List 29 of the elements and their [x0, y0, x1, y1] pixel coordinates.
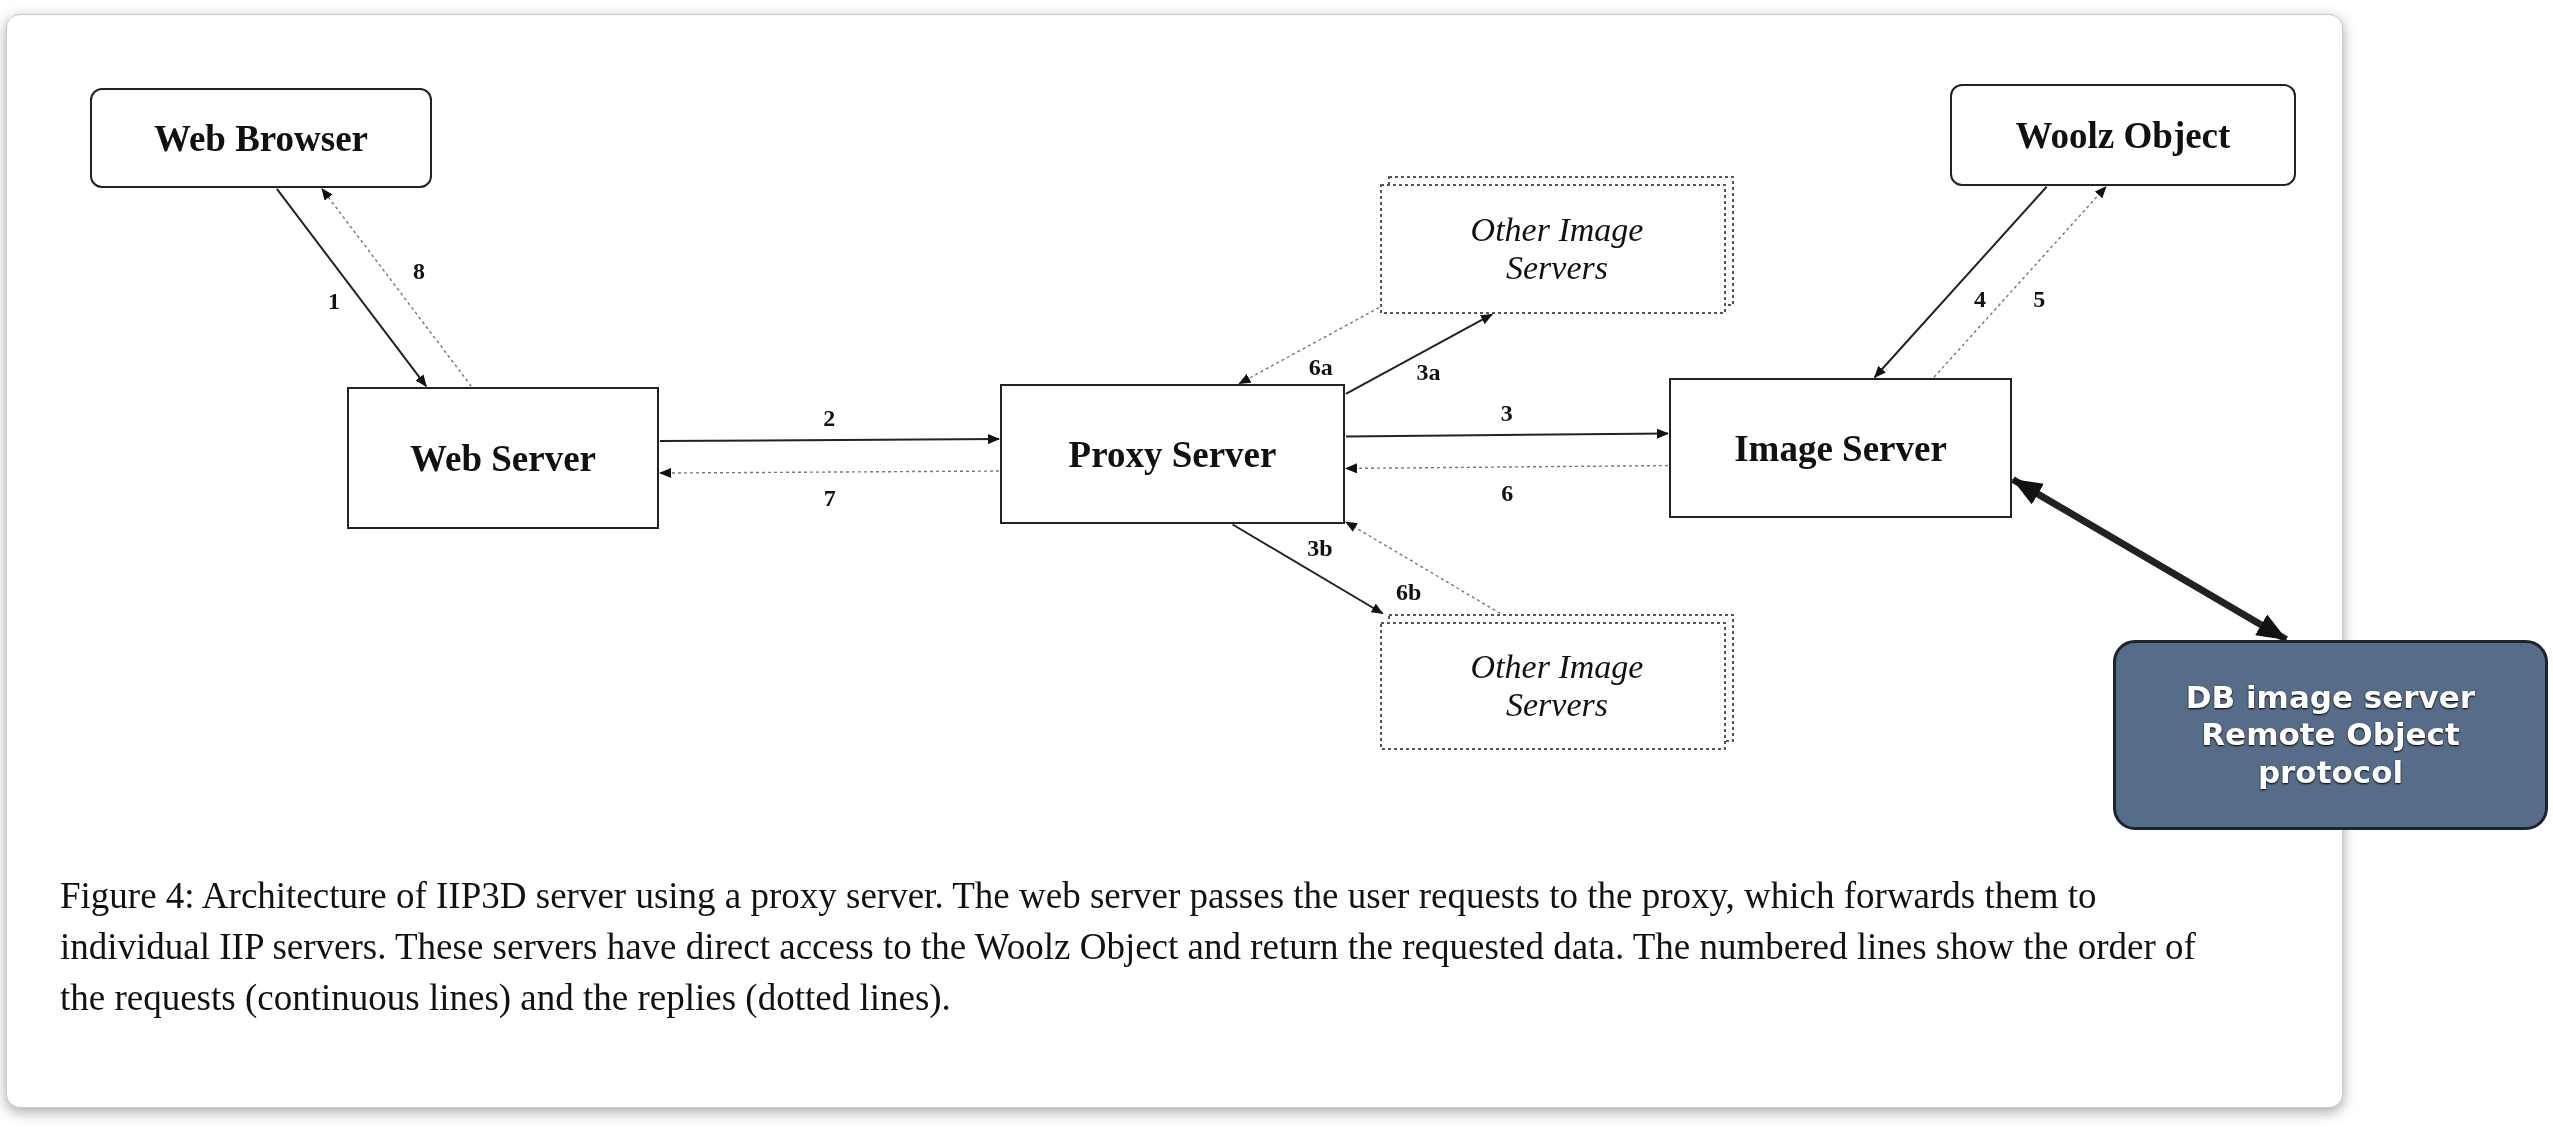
node-label: Other Image Servers [1469, 648, 1645, 724]
object-box [1950, 84, 2296, 186]
arrow [1344, 313, 1493, 395]
node-label: Proxy Server [1067, 432, 1278, 476]
node-label: Image Server [1733, 426, 1948, 470]
server-box [347, 387, 659, 529]
node-label: Woolz Object [2014, 113, 2232, 157]
arrow [1933, 186, 2107, 378]
arrow [659, 468, 1000, 478]
callout-box [2113, 640, 2548, 830]
server-box [1669, 378, 2012, 518]
arrow [1873, 185, 2048, 379]
callout-text: DB image server Remote Object protocol [2184, 679, 2477, 791]
arrow [1238, 306, 1380, 385]
server-stack [1380, 176, 1734, 314]
server-stack [1380, 614, 1734, 750]
server-box [1000, 384, 1345, 524]
node-label: Web Server [409, 436, 597, 480]
arrow [659, 434, 1000, 445]
arrow [1345, 463, 1669, 474]
node-label: Web Browser [152, 116, 370, 160]
arrow [1345, 521, 1501, 615]
node-label: Other Image Servers [1469, 211, 1645, 287]
arrow [1345, 428, 1669, 439]
browser-box [90, 88, 432, 188]
arrow [321, 188, 472, 387]
figure-caption: Figure 4: Architecture of IIP3D server using a proxy server. The web server passes the user requests to the proxy, which forwards them to individual IIP servers. These servers have direct access to the Woolz Object and return the requested data. The numbered lines show the order of the requests (continuous lines) and the replies (dotted lines). [60, 874, 2197, 1021]
arrow [275, 187, 428, 388]
arrow [1231, 523, 1384, 615]
